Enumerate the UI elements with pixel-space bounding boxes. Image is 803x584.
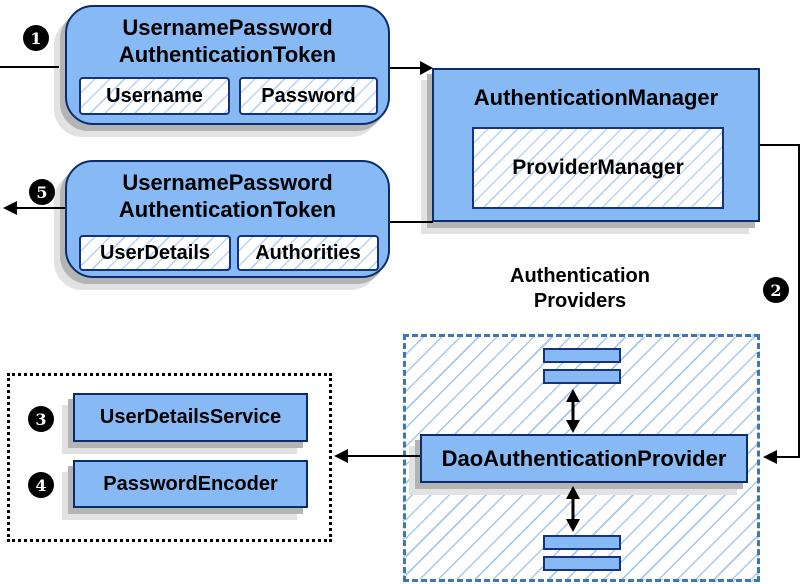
- dao-authentication-provider-box: DaoAuthenticationProvider: [420, 434, 748, 483]
- userdetails-field-label: UserDetails: [99, 241, 211, 264]
- provider-manager-label: ProviderManager: [512, 156, 684, 179]
- arrowhead-into-provider-icon: [763, 450, 777, 464]
- username-field-label: Username: [106, 84, 203, 107]
- dao-authentication-provider-label: DaoAuthenticationProvider: [441, 445, 727, 471]
- authentication-manager-box: AuthenticationManager ProviderManager: [432, 68, 760, 222]
- arrowhead-result-out-icon: [3, 201, 17, 215]
- user-details-service-label: UserDetailsService: [99, 406, 282, 428]
- password-encoder-label: PasswordEncoder: [103, 472, 278, 495]
- password-encoder-box: PasswordEncoder: [73, 460, 308, 508]
- step-4-badge: 4: [28, 472, 54, 498]
- request-token-title-line2: AuthenticationToken: [118, 42, 337, 67]
- result-token-title-line2: AuthenticationToken: [118, 197, 337, 222]
- authentication-manager-title: AuthenticationManager: [473, 85, 719, 110]
- authentication-providers-heading-line2: Providers: [533, 290, 627, 312]
- result-token-box: UsernamePassword AuthenticationToken Use…: [65, 160, 390, 278]
- step-3-badge: 3: [28, 406, 54, 432]
- provider-stack-top-bar-2: [543, 369, 621, 384]
- step-2-number: 2: [770, 280, 782, 300]
- userdetails-field-box: UserDetails: [79, 235, 231, 271]
- arrowhead-into-services-icon: [334, 449, 348, 463]
- step-1-number: 1: [30, 28, 42, 48]
- password-field-box: Password: [239, 77, 378, 115]
- username-field-box: Username: [79, 77, 230, 115]
- provider-stack-top-bar-1: [543, 348, 621, 363]
- authorities-field-label: Authorities: [255, 241, 361, 264]
- request-token-title: UsernamePassword AuthenticationToken: [67, 7, 388, 68]
- step-2-badge: 2: [763, 277, 789, 303]
- authorities-field-box: Authorities: [237, 235, 379, 271]
- user-details-service-box: UserDetailsService: [73, 393, 308, 442]
- result-token-title-line1: UsernamePassword: [122, 170, 333, 195]
- authentication-providers-heading-line1: Authentication: [510, 265, 650, 287]
- step-1-badge: 1: [23, 25, 49, 51]
- step-3-number: 3: [35, 409, 47, 429]
- provider-stack-bottom-bar-2: [543, 556, 621, 571]
- step-5-badge: 5: [29, 179, 55, 205]
- step-5-number: 5: [36, 182, 48, 202]
- request-token-title-line1: UsernamePassword: [122, 15, 333, 40]
- provider-manager-box: ProviderManager: [472, 127, 724, 209]
- request-token-box: UsernamePassword AuthenticationToken Use…: [65, 5, 390, 125]
- provider-stack-bottom-bar-1: [543, 535, 621, 550]
- authentication-providers-heading: Authentication Providers: [448, 264, 712, 314]
- password-field-label: Password: [261, 84, 356, 107]
- step-4-number: 4: [35, 475, 47, 495]
- result-token-title: UsernamePassword AuthenticationToken: [67, 162, 388, 223]
